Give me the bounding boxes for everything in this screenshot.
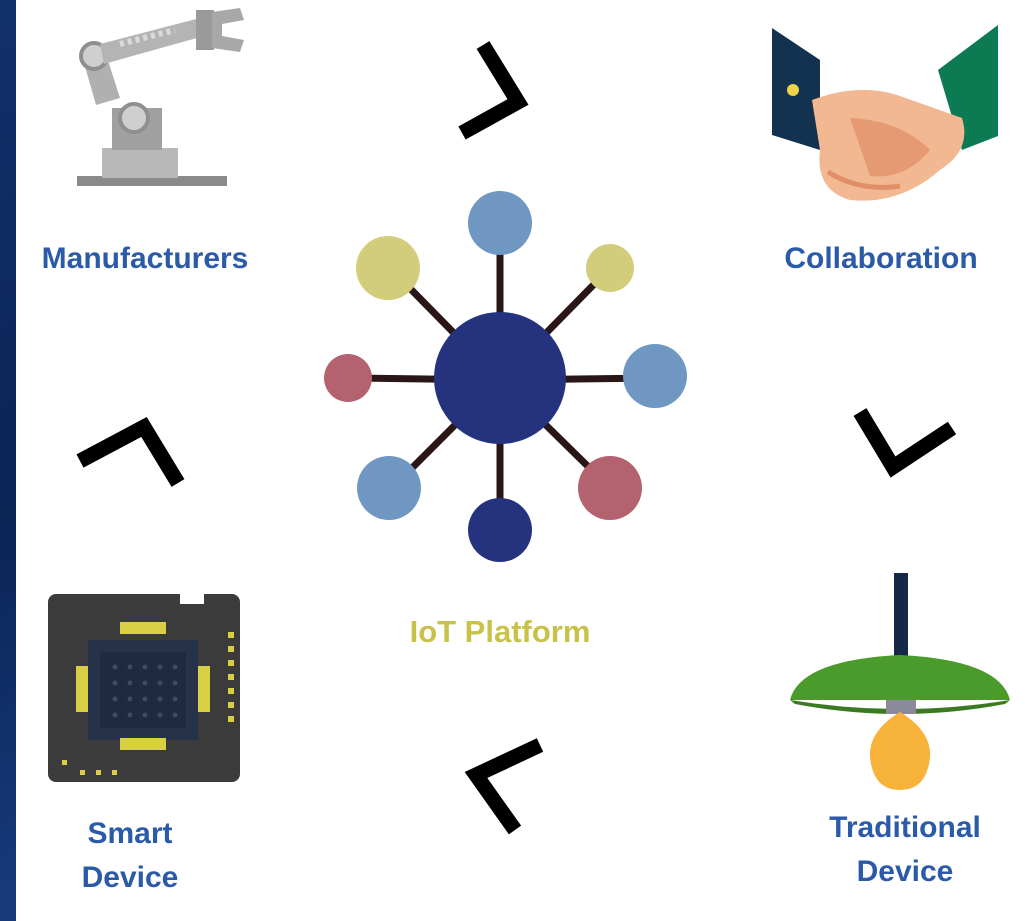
label-traditional-device: Traditional Device xyxy=(795,806,1015,894)
label-traditional-device-line1: Traditional xyxy=(829,811,981,844)
robot-arm-icon xyxy=(77,8,244,186)
chevron-left xyxy=(76,417,185,487)
label-traditional-device-line2: Device xyxy=(856,855,954,888)
label-smart-device: Smart Device xyxy=(40,812,220,900)
label-collaboration: Collaboration xyxy=(784,242,978,275)
hub-node-top-right xyxy=(586,244,634,292)
hub-node-top-left xyxy=(356,236,420,300)
chevron-bottom xyxy=(464,738,544,835)
microchip-icon xyxy=(48,592,240,782)
label-iot-platform: IoT Platform xyxy=(409,614,591,649)
chevron-top xyxy=(458,41,529,140)
label-manufacturers: Manufacturers xyxy=(41,242,249,275)
hub-node-top xyxy=(468,191,532,255)
label-smart-device-line2: Device xyxy=(81,861,179,894)
chevron-right xyxy=(853,408,957,478)
network-hub-icon xyxy=(324,191,687,562)
handshake-icon xyxy=(772,25,998,201)
hub-node-bottom-left xyxy=(357,456,421,520)
hub-node-bottom xyxy=(468,498,532,562)
hub-node-left xyxy=(324,354,372,402)
hub-node-bottom-right xyxy=(578,456,642,520)
hub-center-node xyxy=(434,312,566,444)
hanging-lamp-icon xyxy=(790,573,1010,790)
label-smart-device-line1: Smart xyxy=(87,817,173,850)
hub-node-right xyxy=(623,344,687,408)
